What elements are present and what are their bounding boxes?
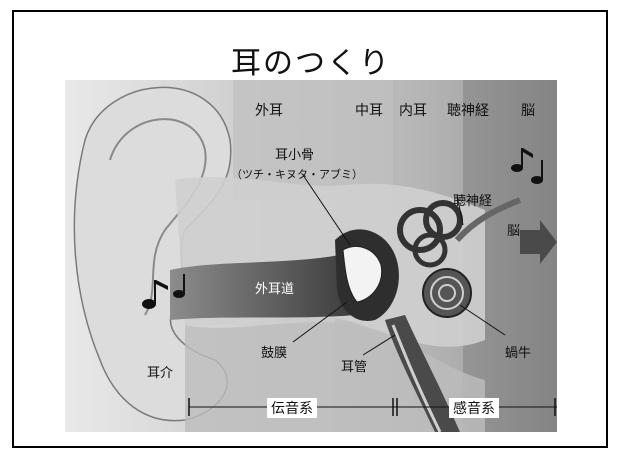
arrow-right-icon xyxy=(520,220,557,264)
label-auricle: 耳介 xyxy=(147,366,174,381)
label-cochlea: 蝸牛 xyxy=(505,346,532,361)
label-eustachian-tube: 耳管 xyxy=(341,360,368,375)
section-outer-ear: 外耳 xyxy=(255,103,283,119)
label-ossicles: 耳小骨 xyxy=(275,148,315,163)
label-perception-system: 感音系 xyxy=(449,398,499,418)
label-eardrum: 鼓膜 xyxy=(261,346,288,361)
label-ossicles-detail: （ツチ・キヌタ・アブミ） xyxy=(231,168,363,181)
ear-diagram: 外耳 中耳 内耳 聴神経 脳 耳小骨 （ツチ・キヌタ・アブミ） 聴神経 脳 外耳… xyxy=(65,80,557,432)
section-inner-ear: 内耳 xyxy=(399,103,427,119)
label-conduction-system: 伝音系 xyxy=(267,398,317,418)
label-ear-canal: 外耳道 xyxy=(255,282,295,297)
section-middle-ear: 中耳 xyxy=(355,103,383,119)
slide-title: 耳のつくり xyxy=(231,46,391,81)
section-brain: 脳 xyxy=(521,103,535,119)
music-notes-icon xyxy=(511,148,543,184)
music-notes-icon xyxy=(142,274,185,309)
label-brain: 脳 xyxy=(507,224,521,239)
label-auditory-nerve: 聴神経 xyxy=(453,194,493,209)
section-auditory-nerve: 聴神経 xyxy=(447,103,489,119)
ear-illustration xyxy=(65,80,557,432)
